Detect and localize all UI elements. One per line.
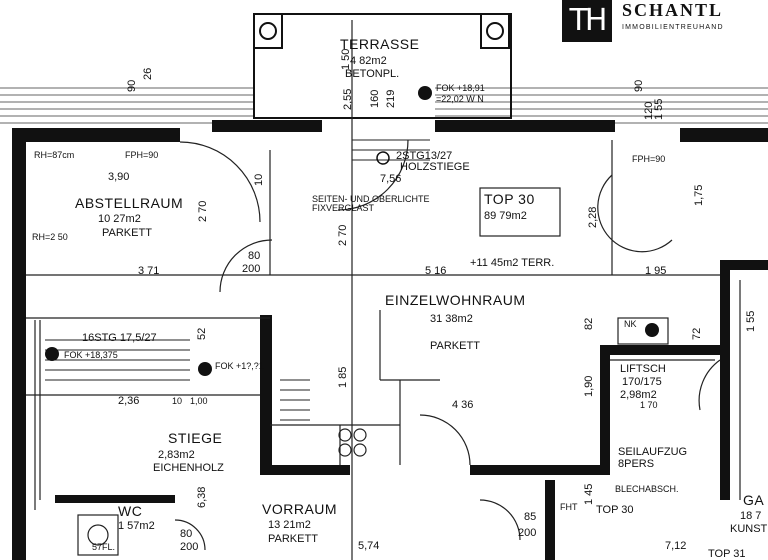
wc-area: 1 57m2 bbox=[118, 520, 155, 532]
wc-fl: 57FL. bbox=[92, 542, 115, 552]
lift-dim2: 1 70 bbox=[640, 400, 658, 410]
blech: BLECHABSCH. bbox=[615, 484, 679, 494]
unit-terrace: +11 45m2 TERR. bbox=[470, 257, 554, 269]
dim-vert: 219 bbox=[385, 90, 397, 108]
dim: 200 bbox=[518, 527, 536, 539]
dim-vert: 90 bbox=[126, 80, 138, 92]
dim-vert: 82 bbox=[583, 318, 595, 330]
stg1: 2STG13/27 bbox=[396, 150, 452, 162]
door-swings bbox=[174, 139, 721, 551]
fok1b: =22,02 W N bbox=[436, 94, 484, 104]
dim: 4 36 bbox=[452, 399, 473, 411]
stiege-area: 2,83m2 bbox=[158, 449, 195, 461]
dim-vert: 1 55 bbox=[653, 99, 665, 120]
unit-area: 89 79m2 bbox=[484, 210, 527, 222]
fph1: FPH=90 bbox=[125, 150, 158, 160]
dim-vert: 90 bbox=[633, 80, 645, 92]
stairs bbox=[45, 139, 430, 421]
vorraum-floor: PARKETT bbox=[268, 533, 318, 545]
dim-vert: 1,90 bbox=[583, 376, 595, 397]
dim: 85 bbox=[524, 511, 536, 523]
stiege-name: STIEGE bbox=[168, 430, 222, 446]
ga-area: 18 7 bbox=[740, 510, 761, 522]
stiege-floor: EICHENHOLZ bbox=[153, 462, 224, 474]
interior-lines bbox=[26, 20, 741, 560]
dim-vert: 26 bbox=[142, 68, 154, 80]
abstellraum-area: 10 27m2 bbox=[98, 213, 141, 225]
dim: 7,12 bbox=[665, 540, 686, 552]
abstellraum-name: ABSTELLRAUM bbox=[75, 195, 183, 211]
dim-vert: 52 bbox=[196, 328, 208, 340]
vorraum-area: 13 21m2 bbox=[268, 519, 311, 531]
lift-name: LIFTSCH bbox=[620, 363, 666, 375]
dim-vert: 6,38 bbox=[196, 487, 208, 508]
nk: NK bbox=[624, 319, 637, 329]
rh250: RH=2 50 bbox=[32, 232, 68, 242]
einzelwohnraum-name: EINZELWOHNRAUM bbox=[385, 292, 526, 308]
vorraum-name: VORRAUM bbox=[262, 501, 337, 517]
dim-vert: 2,55 bbox=[342, 89, 354, 110]
lift-dims: 170/175 bbox=[622, 376, 662, 388]
terrasse-floor: BETONPL. bbox=[345, 68, 399, 80]
lift-label: SEILAUFZUG bbox=[618, 446, 687, 458]
dim-vert: 2 70 bbox=[197, 201, 209, 222]
dim: 1,00 bbox=[190, 396, 208, 406]
dim-vert: 1 45 bbox=[583, 484, 595, 505]
fixtures bbox=[77, 317, 669, 556]
dim: 80 bbox=[248, 250, 260, 262]
dim: 7,56 bbox=[380, 173, 401, 185]
dim-vert: 10 bbox=[253, 174, 265, 186]
stg1b: HOLZSTIEGE bbox=[400, 161, 470, 173]
stg2: 16STG 17,5/27 bbox=[82, 332, 157, 344]
brand-tagline: IMMOBILIENTREUHAND bbox=[622, 24, 724, 31]
dim: 80 bbox=[180, 528, 192, 540]
dim: 5,74 bbox=[358, 540, 379, 552]
dim-vert: 120 bbox=[643, 102, 655, 120]
ga-name: GA bbox=[743, 492, 764, 508]
einzelwohnraum-floor: PARKETT bbox=[430, 340, 480, 352]
dim-vert: 2,28 bbox=[587, 207, 599, 228]
glass1: SEITEN- UND OBERLICHTE bbox=[312, 194, 430, 204]
fph2: FPH=90 bbox=[632, 154, 665, 164]
einzelwohnraum-area: 31 38m2 bbox=[430, 313, 473, 325]
dim: 200 bbox=[242, 263, 260, 275]
abstellraum-floor: PARKETT bbox=[102, 227, 152, 239]
dim: 10 bbox=[172, 396, 182, 406]
brand-name: SCHANTL bbox=[622, 0, 724, 20]
brand-logo: TH SCHANTL IMMOBILIENTREUHAND bbox=[558, 0, 768, 48]
level-markers bbox=[45, 86, 659, 376]
top30b: TOP 30 bbox=[596, 504, 634, 516]
lift-cap: 8PERS bbox=[618, 458, 654, 470]
unit-name: TOP 30 bbox=[484, 191, 535, 207]
top31: TOP 31 bbox=[708, 548, 746, 560]
fok3: FOK +1?,?1 bbox=[215, 361, 264, 371]
dim-vert: 1 55 bbox=[745, 311, 757, 332]
dim: 2,36 bbox=[118, 395, 139, 407]
dim: 200 bbox=[180, 541, 198, 553]
walls bbox=[12, 120, 768, 560]
dim: 5 16 bbox=[425, 265, 446, 277]
dim-vert: 1,75 bbox=[693, 185, 705, 206]
logo-mark: TH bbox=[562, 0, 612, 42]
dim-vert: 1 50 bbox=[340, 49, 352, 70]
dim-vert: 2 70 bbox=[337, 225, 349, 246]
dim-vert: 160 bbox=[369, 90, 381, 108]
terrace-outline bbox=[253, 13, 512, 119]
glass2: FIXVERGLAST bbox=[312, 203, 375, 213]
dim: 3 71 bbox=[138, 265, 159, 277]
fok2: FOK +18,375 bbox=[64, 350, 118, 360]
terrasse-area: 4 82m2 bbox=[350, 55, 387, 67]
dim-vert: 1 85 bbox=[337, 367, 349, 388]
rh87: RH=87cm bbox=[34, 150, 74, 160]
wc-name: WC bbox=[118, 503, 142, 519]
ga-floor: KUNST bbox=[730, 523, 768, 535]
fok1: FOK +18,91 bbox=[436, 83, 485, 93]
dim-vert: 72 bbox=[691, 328, 703, 340]
dim: 1 95 bbox=[645, 265, 666, 277]
fht: FHT bbox=[560, 502, 578, 512]
terrasse-name: TERRASSE bbox=[340, 36, 419, 52]
dim: 3,90 bbox=[108, 171, 129, 183]
lift-area: 2,98m2 bbox=[620, 389, 657, 401]
